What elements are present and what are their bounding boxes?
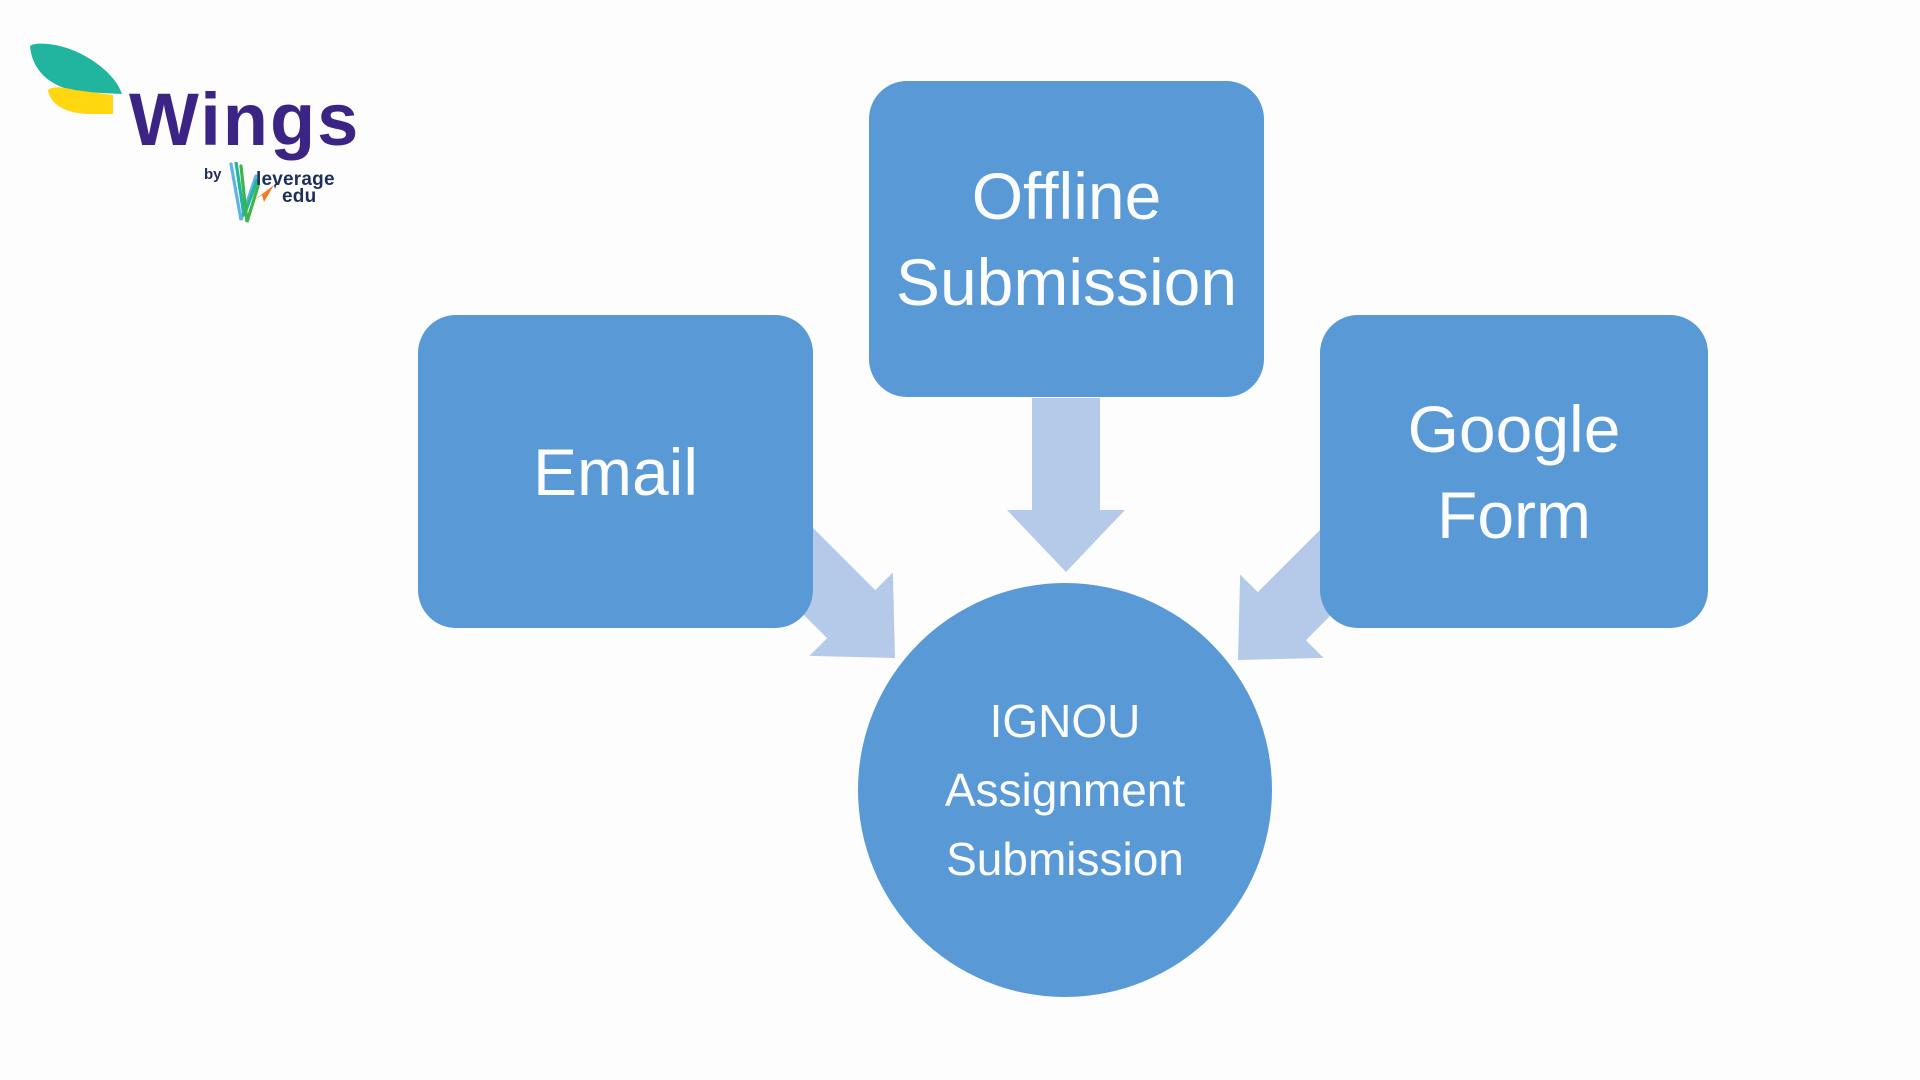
pencil-book-icon	[229, 162, 260, 223]
node-ignou-assignment-submission: IGNOU Assignment Submission	[858, 583, 1272, 997]
node-offline-submission: Offline Submission	[869, 81, 1264, 397]
partner-name-leverage: leverage	[256, 169, 335, 190]
node-google-form: Google Form	[1320, 315, 1708, 628]
node-email-label: Email	[532, 434, 699, 509]
node-target-label: IGNOU Assignment Submission	[944, 694, 1186, 885]
arrow-offline-to-center	[1007, 398, 1125, 572]
partner-name-edu: edu	[282, 186, 317, 207]
node-offline-label: Offline Submission	[895, 159, 1238, 319]
by-label: by	[204, 166, 222, 183]
wings-logo: Wings by leverage edu	[25, 35, 365, 235]
brand-wordmark: Wings	[129, 78, 361, 161]
wing-icon	[30, 43, 122, 114]
node-email: Email	[418, 315, 813, 628]
rocket-icon	[253, 183, 277, 202]
node-google-label: Google Form	[1407, 391, 1621, 552]
